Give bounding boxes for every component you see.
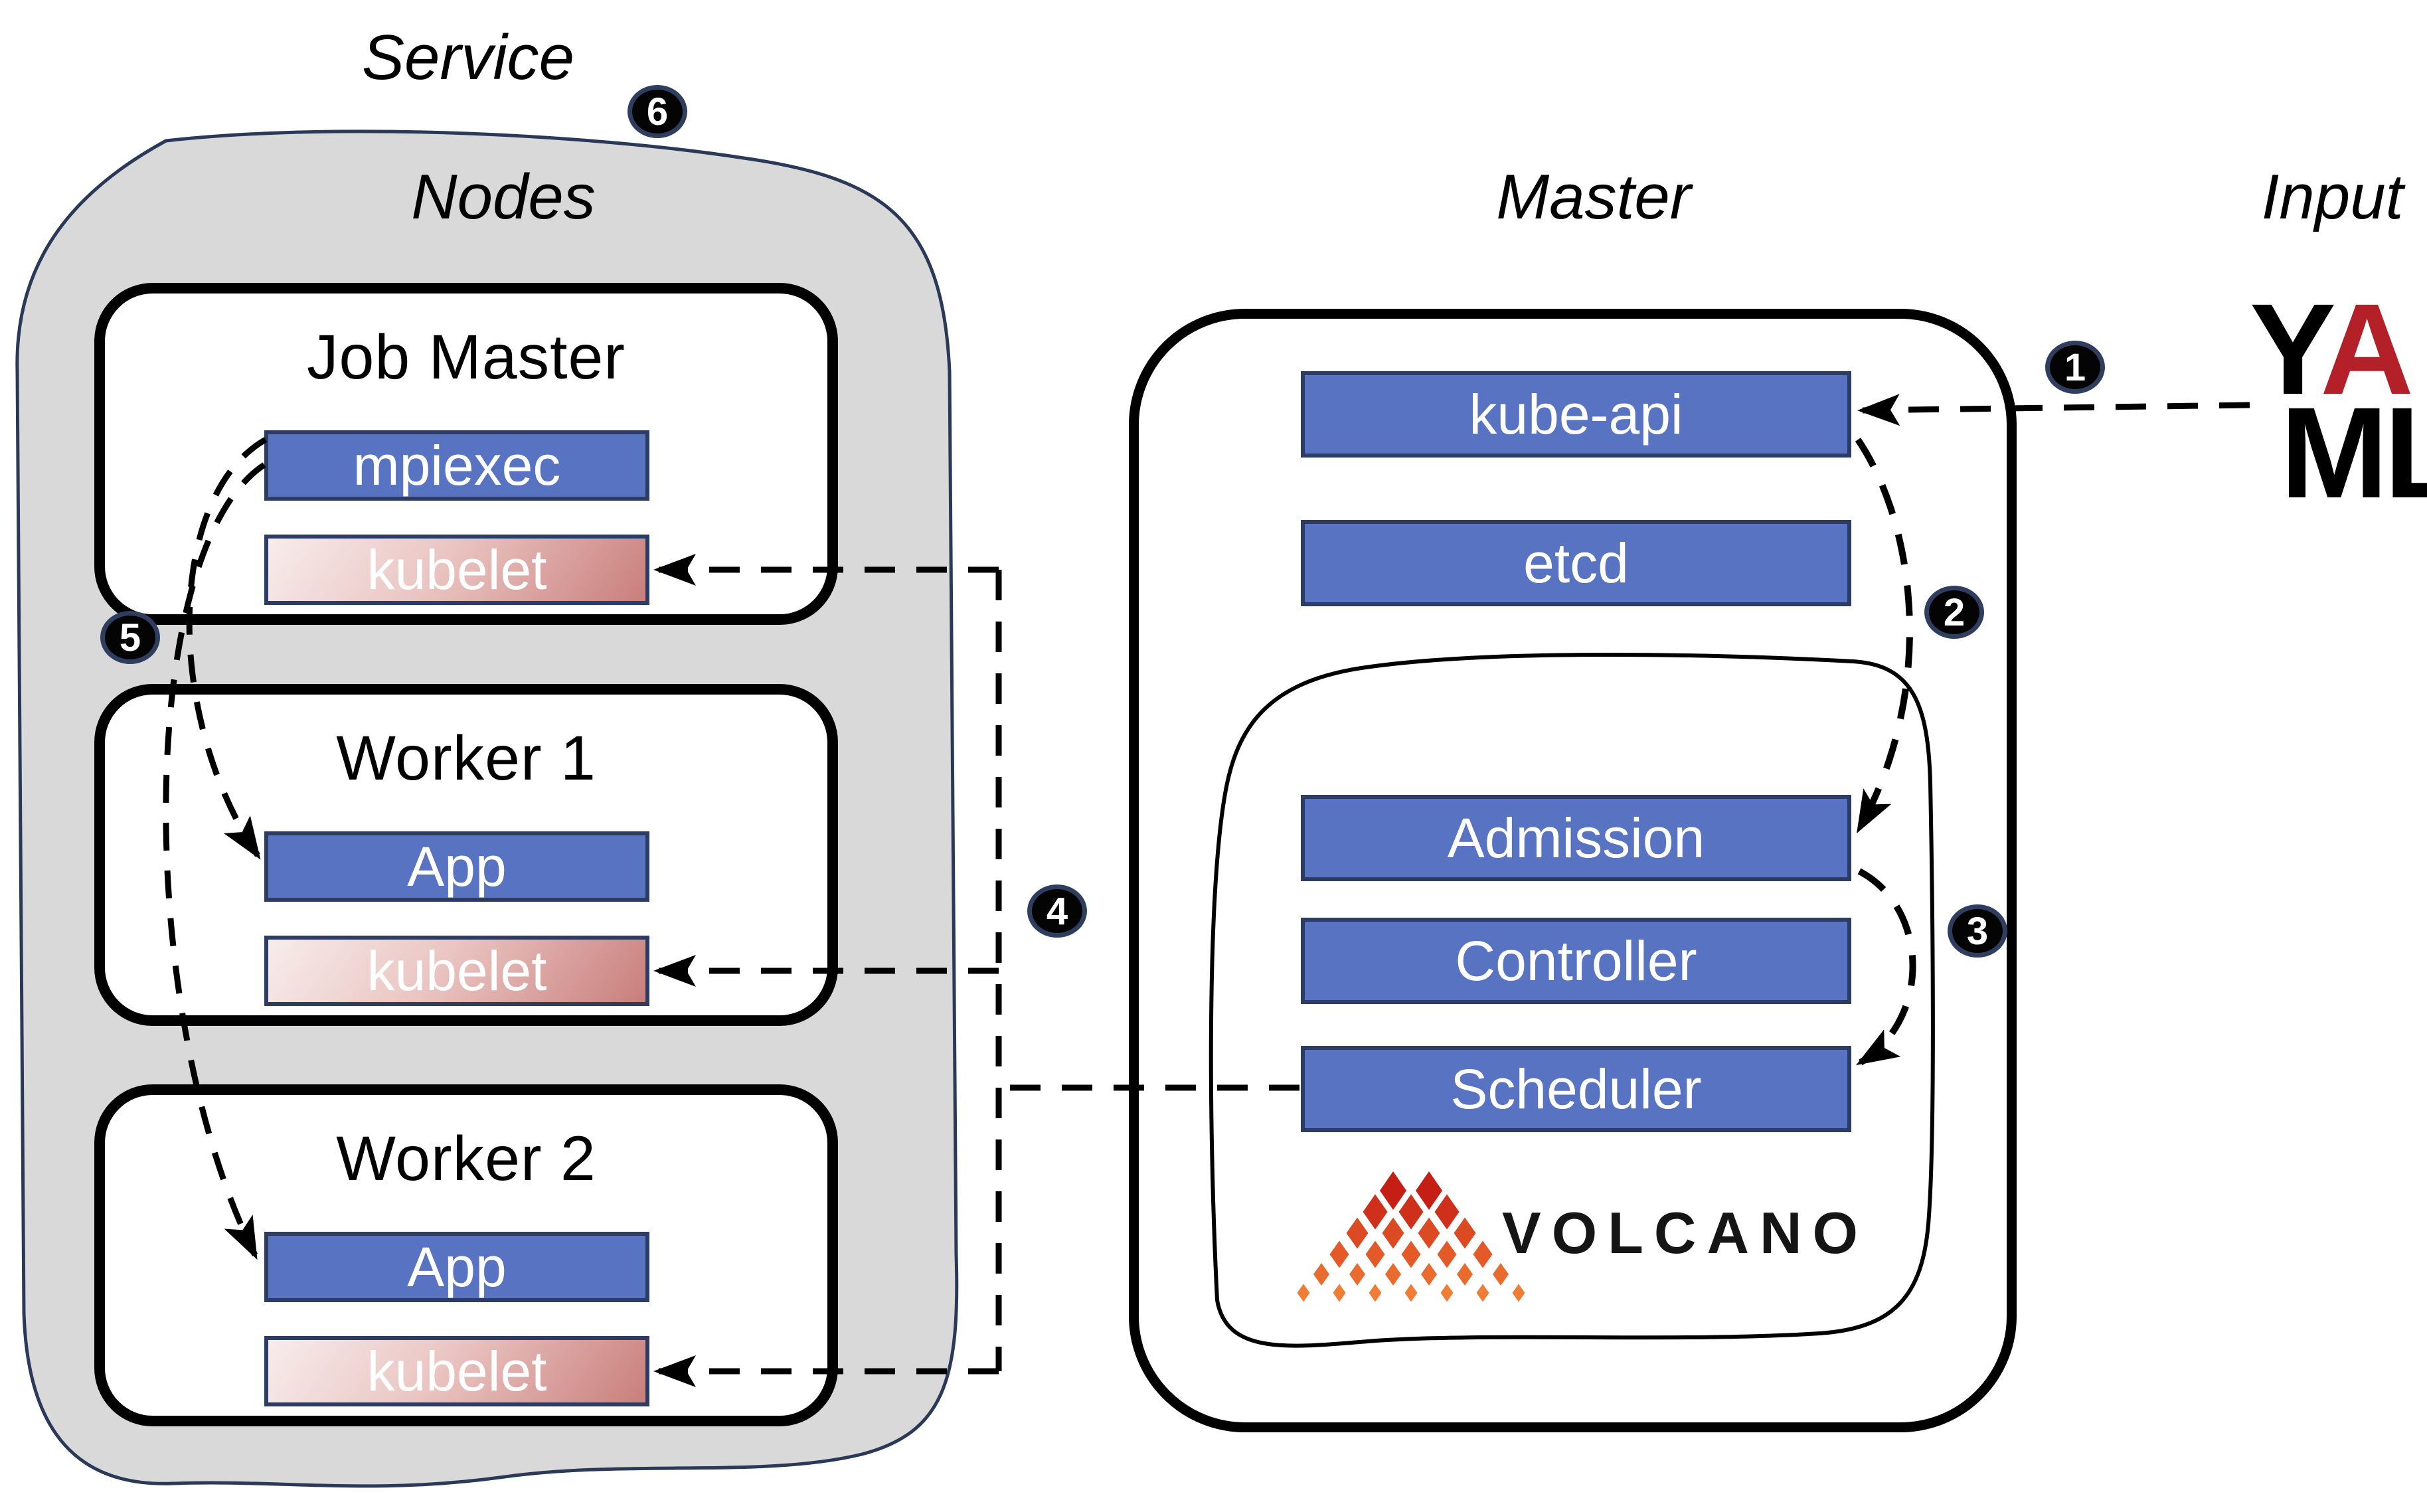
admission-box: Admission <box>1301 795 1851 881</box>
step-badge-5: 5 <box>100 611 160 664</box>
kube-api-label: kube-api <box>1469 382 1683 446</box>
step-badge-2: 2 <box>1924 586 1984 639</box>
kubelet-box: kubelet <box>264 535 649 605</box>
volcano-wordmark: VOLCANO <box>1502 1200 1869 1266</box>
yaml-logo-line2: ML <box>2280 388 2427 518</box>
mpiexec-label: mpiexec <box>353 434 561 497</box>
node-title: Job Master <box>307 322 626 392</box>
scheduler-box: Scheduler <box>1301 1046 1851 1132</box>
node-box-worker-1: Worker 1 App kubelet <box>94 684 838 1026</box>
kubelet-box: kubelet <box>264 1336 649 1406</box>
yaml-logo: YA ML <box>2250 285 2427 518</box>
step-badge-1: 1 <box>2045 341 2105 394</box>
yaml-ml: ML <box>2280 380 2427 525</box>
step-badge-4: 4 <box>1027 884 1087 938</box>
etcd-label: etcd <box>1523 531 1629 594</box>
nodes-label: Nodes <box>411 161 596 232</box>
app-box: App <box>264 1232 649 1302</box>
node-box-worker-2: Worker 2 App kubelet <box>94 1084 838 1426</box>
yaml-y: Y <box>2250 277 2324 422</box>
input-label: Input <box>2261 161 2404 232</box>
kube-api-box: kube-api <box>1301 371 1851 458</box>
app-box: App <box>264 831 649 902</box>
node-box-job-master: Job Master mpiexec kubelet <box>94 283 838 625</box>
kubelet-label: kubelet <box>367 939 547 1002</box>
app-label: App <box>407 835 507 898</box>
kubelet-label: kubelet <box>367 538 547 601</box>
node-title: Worker 1 <box>336 723 596 794</box>
service-label: Service <box>361 22 575 93</box>
admission-label: Admission <box>1447 806 1705 869</box>
etcd-box: etcd <box>1301 520 1851 606</box>
step-badge-6: 6 <box>628 85 687 138</box>
master-label: Master <box>1496 161 1691 232</box>
kubelet-label: kubelet <box>367 1339 547 1402</box>
step-badge-3: 3 <box>1948 904 2007 958</box>
node-title: Worker 2 <box>336 1124 596 1194</box>
controller-label: Controller <box>1455 929 1697 992</box>
scheduler-label: Scheduler <box>1450 1057 1702 1120</box>
yaml-a: A <box>2320 277 2414 422</box>
controller-box: Controller <box>1301 918 1851 1004</box>
mpiexec-box: mpiexec <box>264 430 649 501</box>
app-label: App <box>407 1235 507 1298</box>
kubelet-box: kubelet <box>264 936 649 1006</box>
yaml-logo-line1: YA <box>2250 285 2427 414</box>
